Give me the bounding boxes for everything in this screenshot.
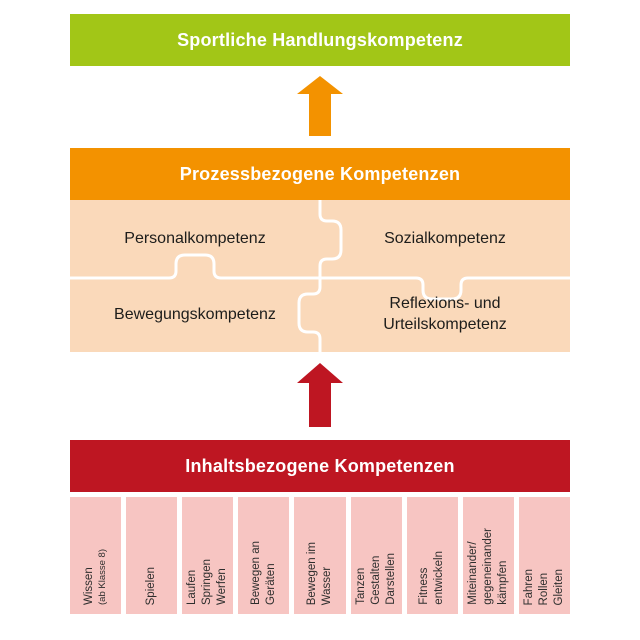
up-arrow-icon [297,76,343,136]
content-column-wissen: Wissen (ab Klasse 8) [70,497,122,614]
column-label: Wissen (ab Klasse 8) [82,549,108,605]
puzzle-piece-label: Reflexions- und [389,295,501,313]
content-column-fahren-rollen-gleiten: Fahren Rollen Gleiten [518,497,570,614]
puzzle-piece-label: Sozialkompetenz [384,229,506,247]
column-label: Bewegen an Geräten [249,541,277,605]
column-label: Laufen Springen Werfen [186,558,229,605]
banner-title: Inhaltsbezogene Kompetenzen [185,455,455,476]
content-column-spielen: Spielen [126,497,178,614]
content-column-tanzen-gestalten-darstellen: Tanzen Gestalten Darstellen [350,497,402,614]
inhaltsbezogene-kompetenzen-banner: Inhaltsbezogene Kompetenzen [70,440,570,492]
puzzle-piece-label: Urteilskompetenz [383,316,507,333]
column-label: Miteinander/ gegeneinander kämpfen [466,528,509,605]
content-column-bewegen-im-wasser: Bewegen im Wasser [294,497,346,614]
banner-title: Sportliche Handlungskompetenz [177,29,463,50]
banner-title: Prozessbezogene Kompetenzen [179,163,461,184]
puzzle-divider-lines [70,200,570,352]
column-label: Tanzen Gestalten Darstellen [354,553,397,605]
content-competency-columns: Wissen (ab Klasse 8) Spielen Laufen Spri… [70,497,570,614]
content-column-bewegen-an-geraeten: Bewegen an Geräten [238,497,290,614]
process-competency-puzzle: Personalkompetenz Sozialkompetenz Bewegu… [70,200,570,352]
content-column-fitness-entwickeln: Fitness entwickeln [406,497,458,614]
puzzle-piece-label: Bewegungskompetenz [114,305,276,323]
puzzle-piece-label: Personalkompetenz [124,229,266,247]
puzzle-piece-personalkompetenz: Personalkompetenz [70,200,320,278]
column-label: Spielen [145,566,158,605]
puzzle-piece-bewegungskompetenz: Bewegungskompetenz [70,278,320,352]
column-label: Bewegen im Wasser [306,541,333,605]
content-column-laufen-springen-werfen: Laufen Springen Werfen [182,497,234,614]
sportliche-handlungskompetenz-banner: Sportliche Handlungskompetenz [70,14,570,66]
prozessbezogene-kompetenzen-banner: Prozessbezogene Kompetenzen [70,148,570,200]
up-arrow-icon [297,363,343,427]
column-label: Fahren Rollen Gleiten [523,568,565,605]
column-label: Fitness entwickeln [418,551,446,605]
puzzle-piece-reflexions-urteilskompetenz: Reflexions- und Urteilskompetenz [320,278,570,352]
content-column-miteinander-gegeneinander-kaempfen: Miteinander/ gegeneinander kämpfen [462,497,514,614]
puzzle-piece-sozialkompetenz: Sozialkompetenz [320,200,570,278]
